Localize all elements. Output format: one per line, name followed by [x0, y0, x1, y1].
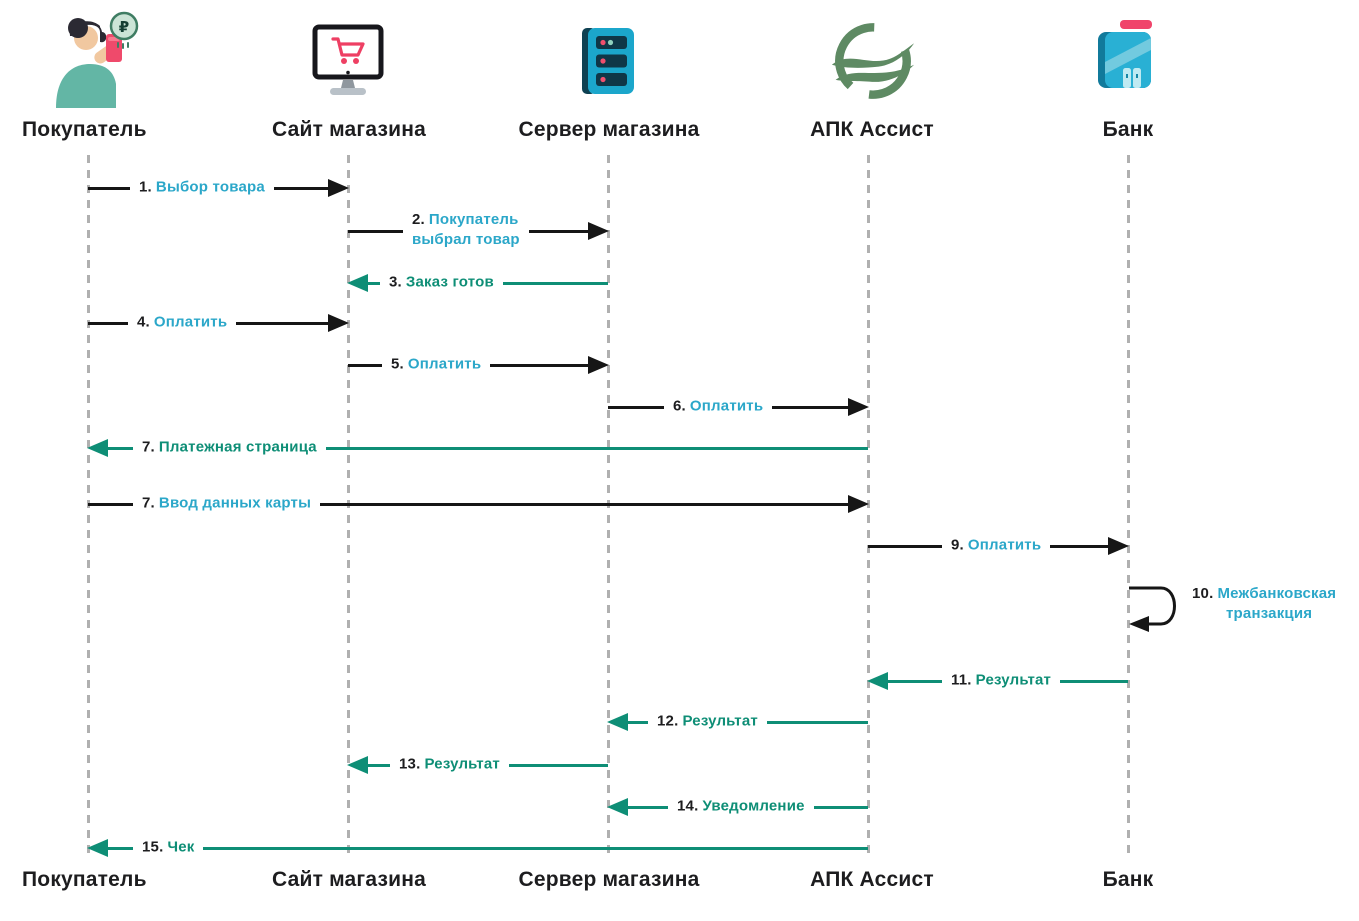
arrowhead-left-icon [607, 798, 628, 816]
lifeline-bank [1127, 155, 1130, 855]
arrowhead-left-icon [87, 839, 108, 857]
arrowhead-right-icon [588, 222, 609, 240]
bank-card-icon [1098, 20, 1152, 88]
arrowhead-left-icon [347, 756, 368, 774]
arrowhead-left-icon [87, 439, 108, 457]
arrowhead-left-icon [867, 672, 888, 690]
arrowhead-left-icon [607, 713, 628, 731]
arrowhead-right-icon [328, 314, 349, 332]
actor-top-label-assist: АПК Ассист [810, 118, 934, 141]
assist-globe-logo-icon [831, 23, 915, 99]
arrowhead-right-icon [1108, 537, 1129, 555]
server-rack-icon [582, 28, 634, 94]
actor-top-label-buyer: Покупатель [22, 118, 147, 141]
actor-bottom-label-server: Сервер магазина [518, 868, 700, 891]
arrowhead-left-icon [347, 274, 368, 292]
actor-top-label-server: Сервер магазина [518, 118, 700, 141]
actor-bottom-label-site: Сайт магазина [271, 868, 427, 891]
actor-bottom-label-buyer: Покупатель [22, 868, 147, 891]
arrowhead-right-icon [588, 356, 609, 374]
person-with-phone-icon: ₽ [56, 11, 139, 108]
ruble-symbol: ₽ [119, 19, 129, 36]
monitor-shopping-cart-icon [312, 24, 384, 95]
actor-top-label-bank: Банк [1102, 118, 1154, 141]
arrowhead-right-icon [848, 495, 869, 513]
arrowhead-left-icon [1129, 616, 1149, 632]
actor-top-label-site: Сайт магазина [271, 118, 427, 141]
actor-bottom-label-assist: АПК Ассист [810, 868, 934, 891]
actor-bottom-label-bank: Банк [1102, 868, 1154, 891]
message-10-interbank-self-loop [1129, 586, 1176, 632]
arrowhead-right-icon [848, 398, 869, 416]
arrowhead-right-icon [328, 179, 349, 197]
